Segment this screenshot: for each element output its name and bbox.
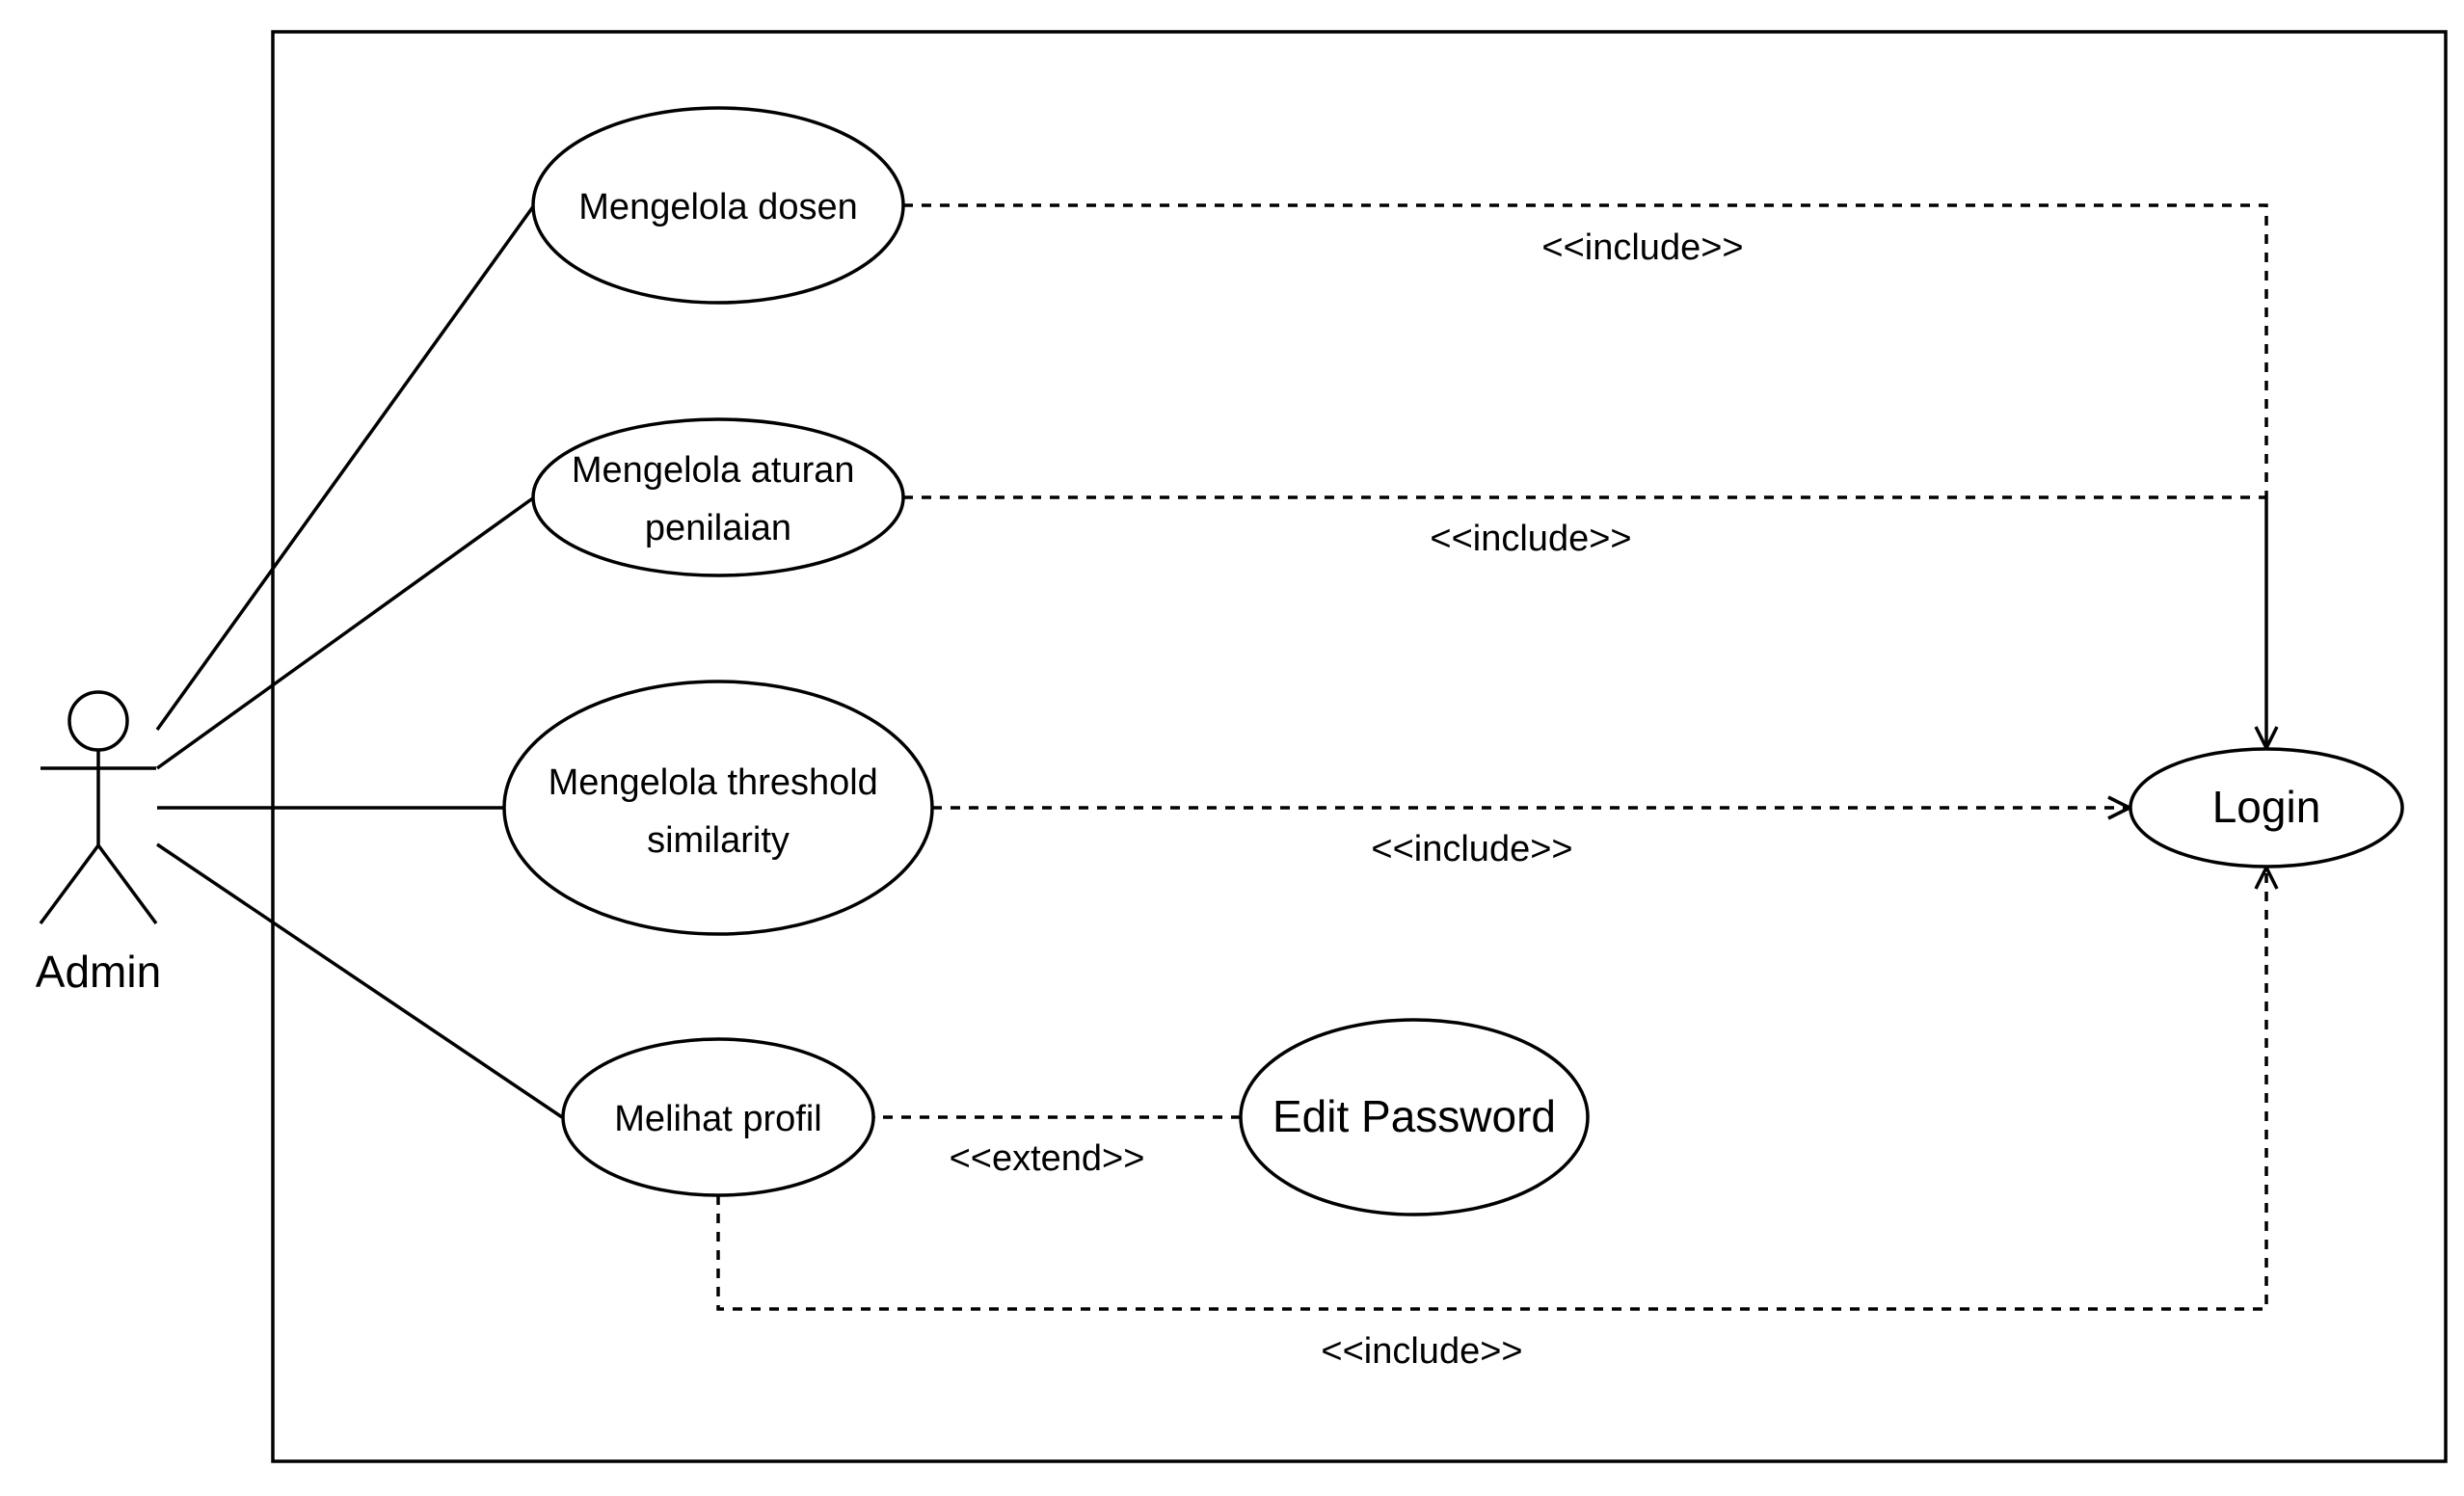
- actor-associations: [155, 203, 563, 1119]
- include-label-dosen: <<include>>: [1541, 227, 1743, 268]
- use-case-login[interactable]: Login: [2129, 747, 2404, 868]
- use-case-ellipse: [531, 417, 905, 577]
- use-case-label: Melihat profil: [614, 1099, 821, 1139]
- association-mengelola-aturan[interactable]: [155, 495, 536, 770]
- include-threshold-to-login[interactable]: <<include>>: [932, 808, 2129, 869]
- include-label-aturan: <<include>>: [1430, 519, 1631, 559]
- use-case-melihat-profil[interactable]: Melihat profil: [561, 1037, 875, 1197]
- association-melihat-profil[interactable]: [156, 842, 563, 1119]
- use-case-ellipse: [502, 680, 934, 936]
- use-case-mengelola-threshold-similarity[interactable]: Mengelola threshold similarity: [502, 680, 934, 936]
- extend-password-to-profil[interactable]: <<extend>>: [873, 1117, 1241, 1179]
- use-case-label-line: Mengelola aturan: [572, 450, 855, 491]
- actor-admin[interactable]: Admin: [36, 690, 161, 997]
- association-mengelola-dosen[interactable]: [155, 203, 536, 732]
- include-label-profil: <<include>>: [1321, 1331, 1522, 1372]
- use-case-label: Mengelola threshold similarity: [549, 762, 889, 861]
- actor-label: Admin: [36, 947, 161, 997]
- use-case-label: Mengelola dosen: [578, 187, 857, 227]
- use-case-label-line: Melihat profil: [614, 1099, 821, 1139]
- use-case-ellipse: [531, 106, 905, 305]
- use-case-label-line: penilaian: [645, 508, 791, 548]
- include-aturan-to-login[interactable]: <<include>>: [903, 495, 2266, 748]
- use-case-ellipse: [1239, 1018, 1590, 1216]
- use-case-edit-password[interactable]: Edit Password: [1239, 1018, 1590, 1216]
- include-dosen-to-login[interactable]: <<include>>: [903, 203, 2268, 497]
- use-case-label: Edit Password: [1272, 1091, 1556, 1141]
- use-case-mengelola-dosen[interactable]: Mengelola dosen: [531, 106, 905, 305]
- use-case-mengelola-aturan-penilaian[interactable]: Mengelola aturan penilaian: [531, 417, 905, 577]
- use-case-label: Mengelola aturan penilaian: [572, 450, 865, 548]
- system-boundary: [271, 30, 2448, 1463]
- use-case-ellipse: [561, 1037, 875, 1197]
- extend-label-password: <<extend>>: [950, 1138, 1145, 1179]
- use-case-label-line: similarity: [647, 820, 790, 861]
- stick-figure-icon: [39, 690, 158, 925]
- use-case-label-line: Edit Password: [1272, 1091, 1556, 1141]
- use-case-ellipse: [2129, 747, 2404, 868]
- include-edge-profil: [716, 868, 2266, 1311]
- use-case-label-line: Mengelola threshold: [549, 762, 878, 803]
- include-edge-dosen: [903, 203, 2268, 497]
- include-label-threshold: <<include>>: [1371, 829, 1572, 869]
- include-profil-to-login[interactable]: <<include>>: [716, 868, 2266, 1372]
- use-case-label-line: Login: [2212, 782, 2321, 832]
- use-case-label-line: Mengelola dosen: [578, 187, 857, 227]
- use-case-label: Login: [2212, 782, 2321, 832]
